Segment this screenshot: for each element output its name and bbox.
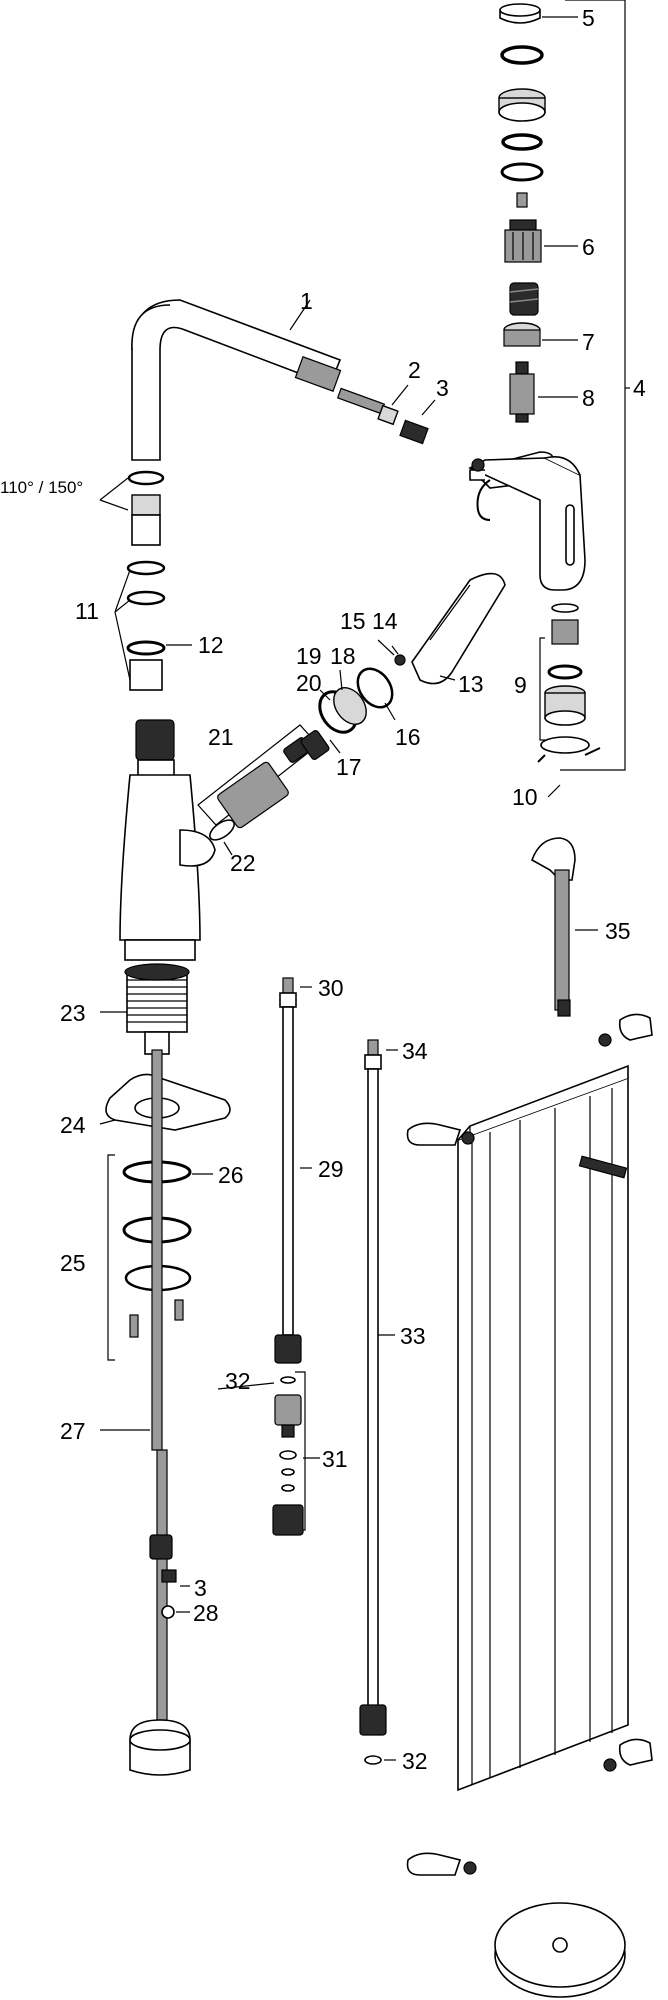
seal-part-32 (364, 1755, 396, 1765)
label-3-lower: 3 (194, 1575, 207, 1601)
handle-part-13 (411, 572, 506, 685)
label-1: 1 (300, 288, 313, 314)
label-32-lower: 32 (402, 1748, 428, 1774)
label-31: 31 (322, 1446, 348, 1472)
spray-head-assembly (468, 0, 630, 798)
nut-part-7 (503, 322, 578, 347)
label-35: 35 (605, 918, 631, 944)
weight-holder (129, 1719, 191, 1776)
label-21: 21 (208, 724, 234, 750)
aerator-group-9 (539, 603, 586, 741)
label-26: 26 (218, 1162, 244, 1188)
label-32-upper: 32 (225, 1368, 251, 1394)
rings-18-20 (318, 669, 367, 734)
label-33: 33 (400, 1323, 426, 1349)
hose-part-29 (274, 977, 312, 1364)
label-28: 28 (193, 1600, 219, 1626)
o-ring (500, 162, 544, 182)
swivel-rings-group-11 (99, 470, 192, 691)
profile-rail (457, 1064, 629, 1792)
cap-part-5 (499, 3, 578, 24)
angle-label: 110° / 150° (0, 478, 83, 497)
label-16: 16 (395, 724, 421, 750)
holder-part-35 (531, 837, 598, 1017)
label-22: 22 (230, 850, 256, 876)
spring (509, 282, 539, 316)
label-10: 10 (512, 784, 538, 810)
ring-part-16 (356, 667, 396, 721)
label-6: 6 (582, 234, 595, 260)
nut-part-3 (399, 399, 436, 445)
label-29: 29 (318, 1156, 344, 1182)
label-20: 20 (296, 670, 322, 696)
ring-insert (498, 88, 546, 122)
part-17-nut (300, 730, 341, 760)
weight-disc (494, 1902, 626, 1998)
o-ring (501, 133, 543, 151)
part-labels: 1 2 3 4 5 6 7 8 9 10 11 12 13 14 15 16 1… (60, 5, 646, 1774)
hose-connector-part-2 (336, 384, 409, 426)
spray-head-body (468, 451, 586, 591)
hose-part-33 (359, 1039, 398, 1736)
label-5: 5 (582, 5, 595, 31)
label-25: 25 (60, 1250, 86, 1276)
connector-group-31 (272, 1371, 320, 1536)
label-14: 14 (372, 608, 398, 634)
label-23: 23 (60, 1000, 86, 1026)
hose-part-27 (100, 1049, 190, 1721)
spout-part-1 (131, 299, 342, 461)
diverter-part-6 (504, 219, 578, 263)
label-15: 15 (340, 608, 366, 634)
small-nipple (516, 192, 528, 208)
mounting-plate-part-24 (99, 1073, 231, 1131)
label-8: 8 (582, 385, 595, 411)
label-9: 9 (514, 672, 527, 698)
label-17: 17 (336, 754, 362, 780)
label-12: 12 (198, 632, 224, 658)
o-ring (500, 45, 544, 65)
label-7: 7 (582, 329, 595, 355)
label-2: 2 (408, 357, 421, 383)
label-3: 3 (436, 375, 449, 401)
label-19: 19 (296, 643, 322, 669)
faucet-body (119, 719, 216, 961)
label-4: 4 (633, 375, 646, 401)
label-24: 24 (60, 1112, 86, 1138)
label-11: 11 (75, 598, 99, 624)
label-13: 13 (458, 671, 484, 697)
thread-part-23 (100, 963, 190, 1055)
label-34: 34 (402, 1038, 428, 1064)
label-18: 18 (330, 643, 356, 669)
valve-part-8 (509, 361, 578, 423)
label-27: 27 (60, 1418, 86, 1444)
clamp-fixtures (406, 1013, 653, 1876)
screw-parts-14-15 (377, 639, 406, 666)
clip-part-10 (537, 736, 601, 798)
label-30: 30 (318, 975, 344, 1001)
